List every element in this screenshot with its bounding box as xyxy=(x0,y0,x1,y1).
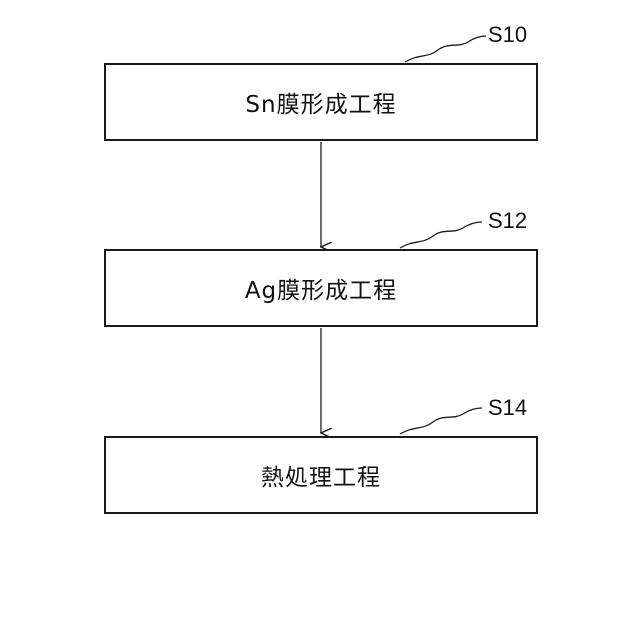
leader-line-s10 xyxy=(405,36,486,62)
step-label-ag-film: Ag膜形成工程 xyxy=(245,271,397,305)
leader-line-s12 xyxy=(400,222,482,248)
step-ref-s14: S14 xyxy=(488,397,527,419)
step-ref-s12: S12 xyxy=(488,210,527,232)
step-ref-s10: S10 xyxy=(488,24,527,46)
step-label-sn-film: Sn膜形成工程 xyxy=(245,85,396,119)
step-box-heat-treatment: 熱処理工程 xyxy=(104,436,538,514)
step-box-sn-film: Sn膜形成工程 xyxy=(104,63,538,141)
leader-line-s14 xyxy=(400,408,482,434)
step-box-ag-film: Ag膜形成工程 xyxy=(104,249,538,327)
step-label-heat-treatment: 熱処理工程 xyxy=(261,458,381,492)
